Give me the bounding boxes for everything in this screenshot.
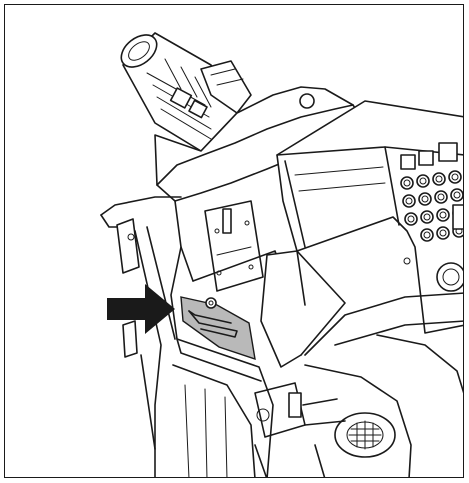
control-box bbox=[276, 100, 463, 334]
highlighted-plate bbox=[180, 296, 256, 361]
highlighted-bracket bbox=[180, 296, 256, 361]
upper-housing bbox=[154, 86, 366, 282]
arrow-right-icon bbox=[107, 284, 175, 334]
access-door bbox=[204, 200, 264, 292]
figure-frame bbox=[4, 4, 464, 478]
button-panel bbox=[400, 142, 463, 242]
motor bbox=[120, 32, 252, 152]
machine-illustration bbox=[100, 32, 463, 477]
lower-casing bbox=[254, 250, 463, 477]
left-frame bbox=[100, 196, 182, 477]
